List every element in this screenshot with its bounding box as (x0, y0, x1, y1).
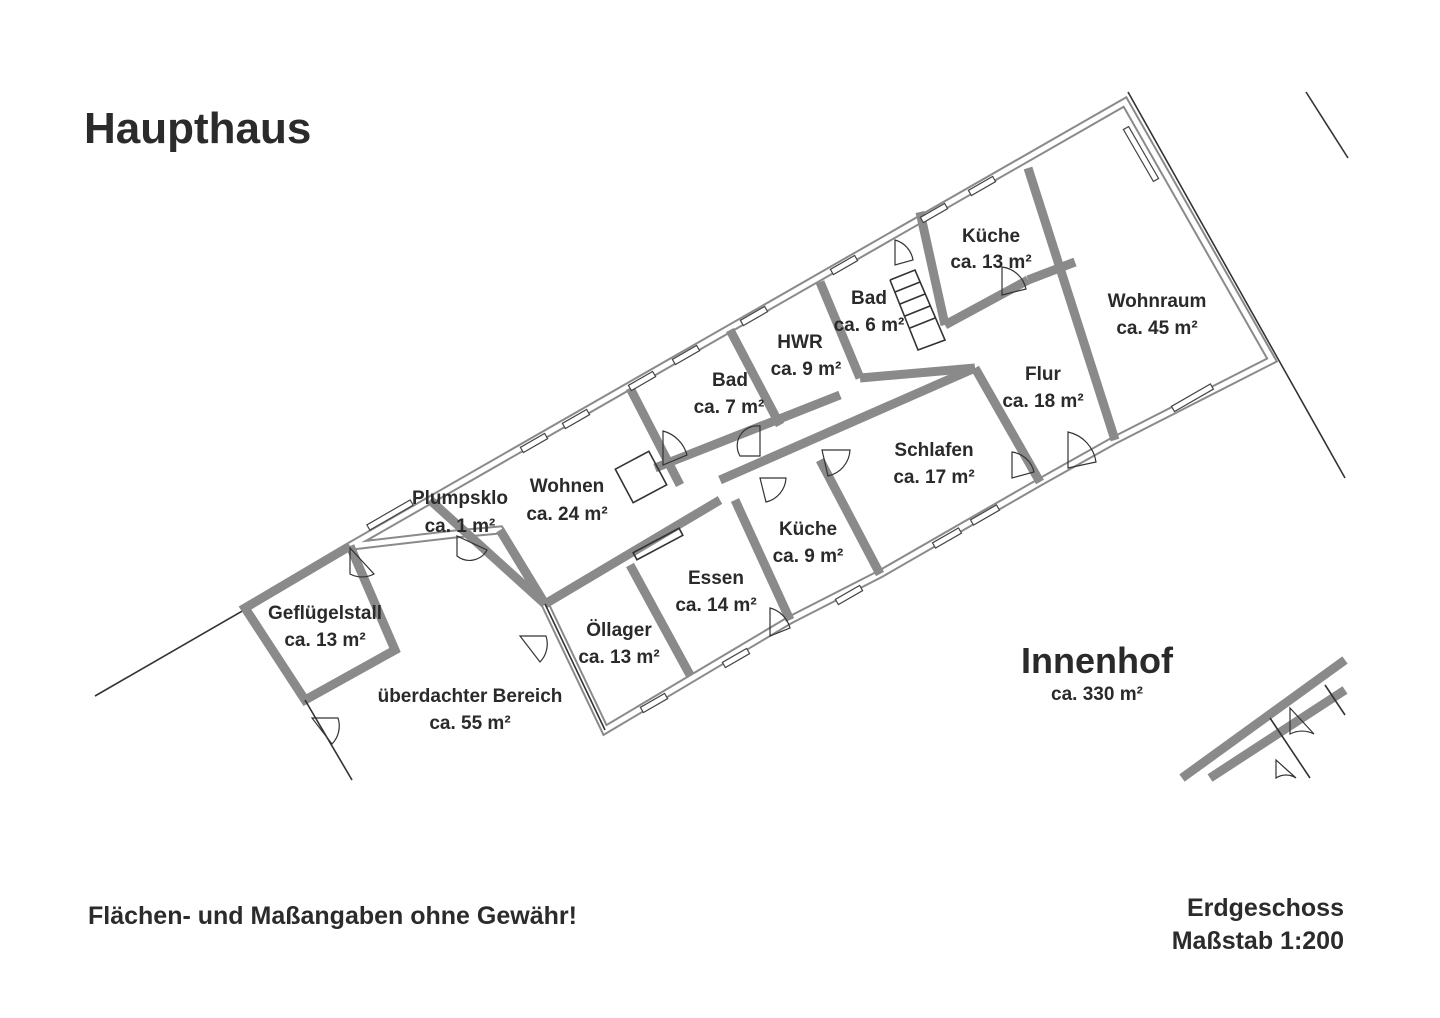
room-schlafen-area: ca. 17 m² (893, 467, 974, 488)
room-flur-area: ca. 18 m² (1002, 391, 1083, 412)
room-bad-6-area: ca. 6 m² (834, 315, 905, 336)
room-schlafen-name: Schlafen (894, 440, 973, 461)
room-gefluegelstall-name: Geflügelstall (268, 603, 382, 624)
room-bad-7-name: Bad (712, 370, 748, 391)
room-hwr-area: ca. 9 m² (771, 359, 842, 380)
courtyard-area: ca. 330 m² (1051, 684, 1143, 705)
room-wohnraum-name: Wohnraum (1108, 291, 1207, 312)
property-line-east (1127, 91, 1346, 479)
room-ueberdacht-name: überdachter Bereich (378, 686, 563, 707)
stove (614, 450, 668, 504)
disclaimer: Flächen- und Maßangaben ohne Gewähr! (88, 902, 577, 930)
room-kueche-9-area: ca. 9 m² (773, 546, 844, 567)
room-oellager-area: ca. 13 m² (578, 647, 659, 668)
courtyard-name: Innenhof (1021, 640, 1174, 681)
room-ueberdacht-area: ca. 55 m² (429, 713, 510, 734)
floor-label: Erdgeschoss (1186, 894, 1344, 922)
counter (632, 527, 684, 561)
scale-label: Maßstab 1:200 (1171, 927, 1344, 955)
room-bad-6-name: Bad (851, 288, 887, 309)
room-kueche-13-area: ca. 13 m² (950, 252, 1031, 273)
room-flur-name: Flur (1025, 364, 1061, 385)
room-kueche-13-name: Küche (962, 226, 1020, 247)
room-oellager-name: Öllager (586, 620, 652, 641)
room-plumpsklo-name: Plumpsklo (412, 488, 508, 509)
windows (366, 125, 1215, 714)
page-title: Haupthaus (84, 104, 312, 153)
outer-walls (347, 95, 1279, 737)
room-plumpsklo-area: ca. 1 m² (425, 516, 496, 537)
room-essen-name: Essen (688, 568, 744, 589)
outbuilding-walls (238, 542, 606, 781)
plan-info: Erdgeschoss Maßstab 1:200 (1172, 892, 1344, 958)
room-wohnen-area: ca. 24 m² (526, 504, 607, 525)
room-gefluegelstall-area: ca. 13 m² (284, 630, 365, 651)
room-wohnen-name: Wohnen (530, 476, 605, 497)
room-bad-7-area: ca. 7 m² (694, 397, 765, 418)
interior-walls (426, 166, 1120, 678)
room-labels: Küche ca. 13 m² Wohnraum ca. 45 m² Bad c… (268, 226, 1206, 734)
neighbour-building (1179, 656, 1348, 782)
room-wohnraum-area: ca. 45 m² (1116, 318, 1197, 339)
doors (310, 239, 1315, 780)
staircase (889, 268, 947, 352)
room-kueche-9-name: Küche (779, 519, 837, 540)
room-essen-area: ca. 14 m² (675, 595, 756, 616)
room-hwr-name: HWR (777, 332, 823, 353)
property-line-corner (1305, 91, 1349, 159)
